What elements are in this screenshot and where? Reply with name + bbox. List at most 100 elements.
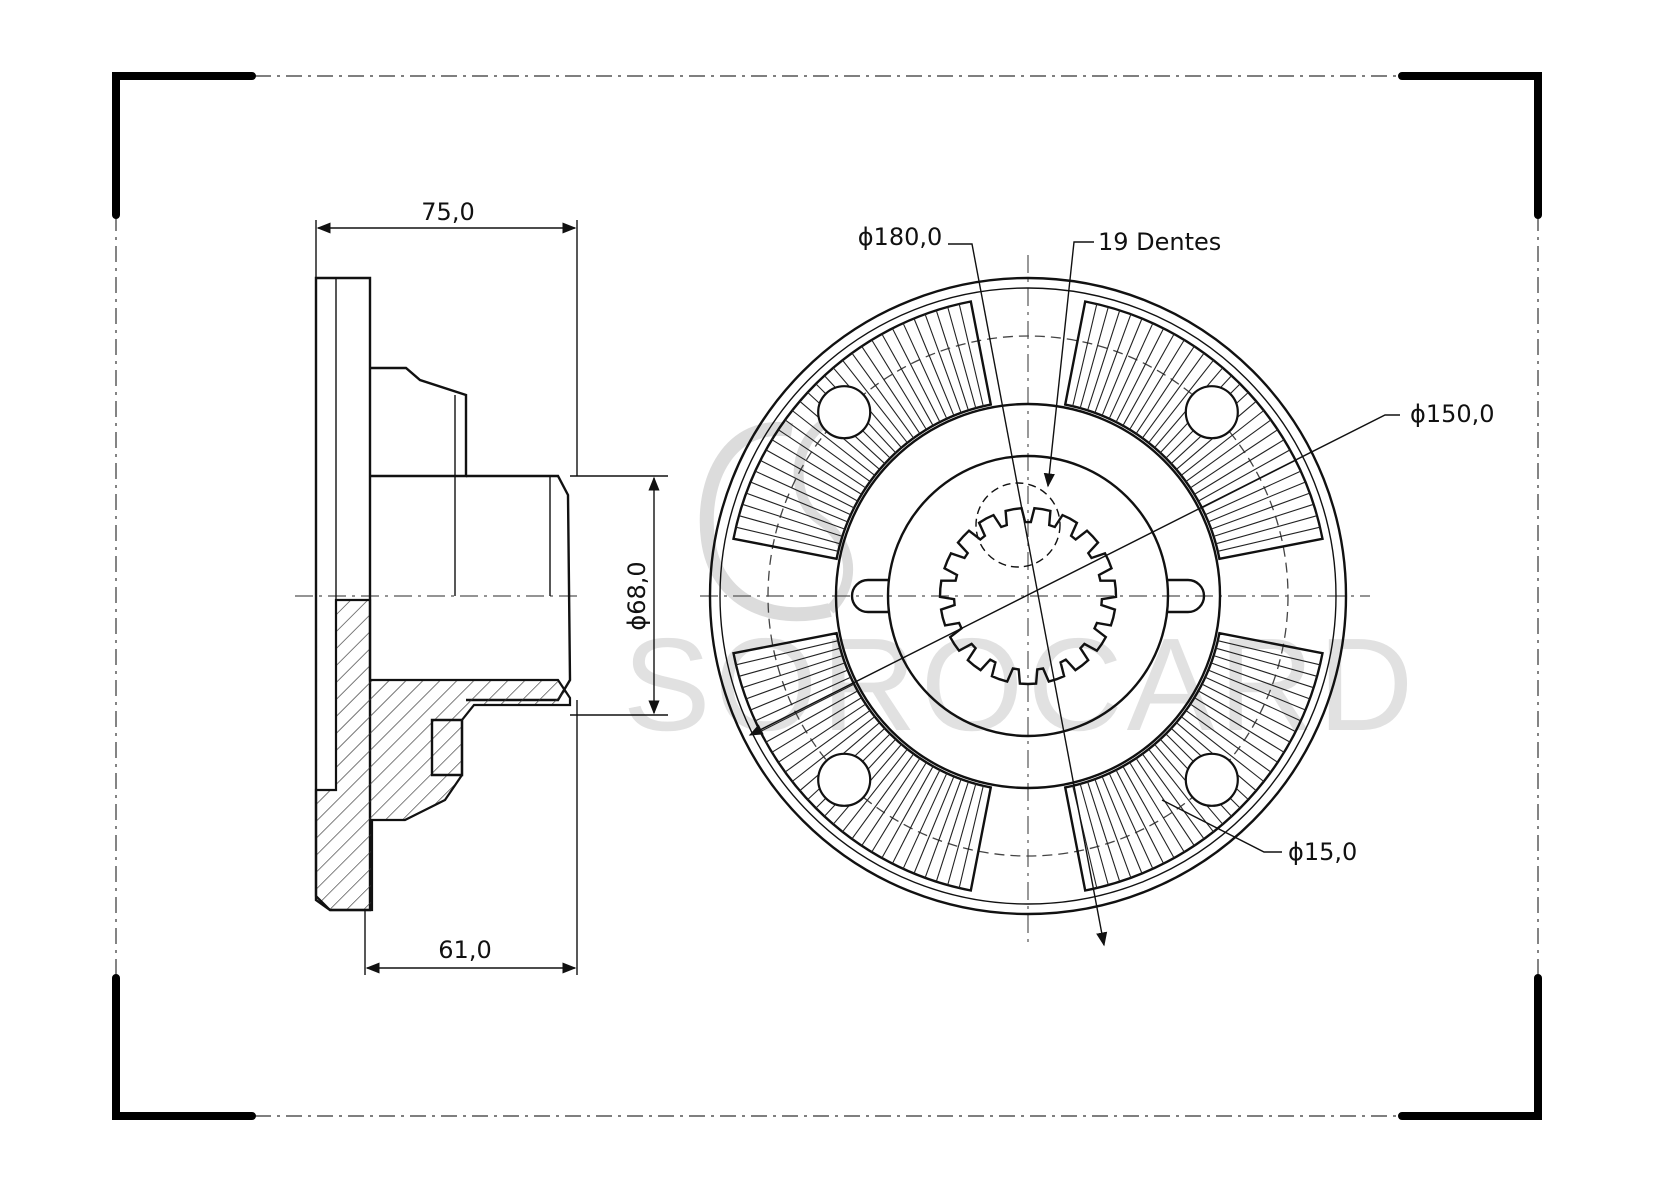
serration-line xyxy=(771,439,862,495)
side-view: 75,0 61,0 ϕ68,0 xyxy=(295,198,668,975)
serration-line xyxy=(1185,709,1272,773)
serration-line xyxy=(735,640,839,666)
serration-line xyxy=(735,526,839,552)
serration-line xyxy=(1108,322,1154,419)
serration-line xyxy=(791,410,876,476)
sector-outline xyxy=(1063,300,1324,561)
watermark-logo-icon xyxy=(699,415,853,622)
serration-line xyxy=(913,776,955,874)
serration-line xyxy=(1079,783,1109,886)
overall-length-label: 75,0 xyxy=(421,198,474,226)
serration-line xyxy=(1213,503,1314,537)
serration-line xyxy=(765,690,858,743)
bolt-circle-label: ϕ150,0 xyxy=(1410,400,1495,428)
serration-line xyxy=(1201,683,1296,733)
pilot-diameter-label: ϕ68,0 xyxy=(623,561,651,630)
serration-line xyxy=(1129,762,1185,853)
pilot-circle xyxy=(886,454,1170,738)
serration-line xyxy=(881,766,934,859)
serration-line xyxy=(935,781,969,882)
serration-line xyxy=(1185,419,1272,483)
frame-corner-top-right xyxy=(1398,72,1542,219)
serration-line xyxy=(842,748,908,833)
serration-line xyxy=(1194,697,1285,753)
frame-corner-bottom-right xyxy=(1398,974,1542,1120)
dimension-overall-length: 75,0 xyxy=(315,198,578,476)
serration-line xyxy=(1087,781,1121,882)
serration-line xyxy=(1148,359,1214,444)
serration-line xyxy=(750,481,848,523)
serration-line xyxy=(1189,429,1279,489)
serration-line xyxy=(958,785,984,889)
serration-line xyxy=(1135,345,1195,435)
outer-flange-circle xyxy=(708,276,1348,916)
serration-line xyxy=(738,647,841,677)
serration-line xyxy=(1198,449,1291,502)
serration-line xyxy=(777,703,867,763)
serration-line xyxy=(947,306,977,409)
drawing-frame xyxy=(112,72,1542,1120)
serration-line xyxy=(842,359,908,444)
serration-line xyxy=(760,459,855,509)
serration-line xyxy=(935,310,969,411)
serration-line xyxy=(1205,470,1302,516)
serration-line xyxy=(1115,769,1165,864)
serration-line xyxy=(871,339,927,430)
hub-length-label: 61,0 xyxy=(438,936,491,964)
frame-corner-top-left xyxy=(112,72,256,219)
serration-line xyxy=(1101,318,1143,416)
serration-line xyxy=(913,318,955,416)
serration-line xyxy=(861,345,921,435)
serration-line xyxy=(1215,647,1318,677)
serration-line xyxy=(1101,776,1143,874)
serration-line xyxy=(1079,306,1109,409)
serration-line xyxy=(742,503,843,537)
serration-line xyxy=(924,314,962,413)
serration-line xyxy=(958,303,984,407)
serration-line xyxy=(1198,690,1291,743)
serration-line xyxy=(750,669,848,711)
serration-line xyxy=(1108,773,1154,870)
bolt-holes xyxy=(817,385,1239,807)
section-hatch xyxy=(314,598,572,912)
serration-line xyxy=(1094,314,1132,413)
bolt-hole xyxy=(817,385,872,440)
serration-line xyxy=(1087,310,1121,411)
bolt-circle xyxy=(767,335,1289,857)
serration-line xyxy=(1211,662,1310,700)
serration-line xyxy=(881,333,934,426)
serration-line xyxy=(771,697,862,753)
serration-line xyxy=(746,492,845,530)
dimension-hole-diameter: ϕ15,0 xyxy=(1161,799,1357,866)
front-view: ϕ180,0 19 Dentes ϕ150,0 ϕ15,0 xyxy=(700,223,1495,947)
hole-diameter-label: ϕ15,0 xyxy=(1288,838,1357,866)
dimension-pilot-diameter: ϕ68,0 xyxy=(570,475,668,716)
bolt-hole xyxy=(817,752,872,807)
serration-line xyxy=(1217,640,1321,666)
serration-line xyxy=(738,515,841,545)
serration-line xyxy=(851,352,915,439)
serration-line xyxy=(871,762,927,853)
sector-outline xyxy=(732,631,993,892)
serration-line xyxy=(1205,676,1302,722)
serration-line xyxy=(1122,766,1175,859)
serration-line xyxy=(746,662,845,700)
serration-line xyxy=(1129,339,1185,430)
serration-line xyxy=(924,779,962,878)
serration-line xyxy=(1215,515,1318,545)
serration-line xyxy=(891,769,941,864)
serration-line xyxy=(760,683,855,733)
serration-line xyxy=(1208,481,1306,523)
serration-line xyxy=(902,322,948,419)
hub-circle xyxy=(834,402,1222,790)
serration-line xyxy=(1208,669,1306,711)
bolt-hole xyxy=(1184,752,1239,807)
serrated-sector xyxy=(1063,631,1324,892)
serration-line xyxy=(1072,303,1098,407)
teeth-label: 19 Dentes xyxy=(1098,228,1221,256)
serrated-sectors xyxy=(732,300,1324,892)
serration-line xyxy=(891,328,941,423)
serration-line xyxy=(765,449,858,502)
serration-line xyxy=(742,655,843,689)
serration-line xyxy=(1141,352,1205,439)
